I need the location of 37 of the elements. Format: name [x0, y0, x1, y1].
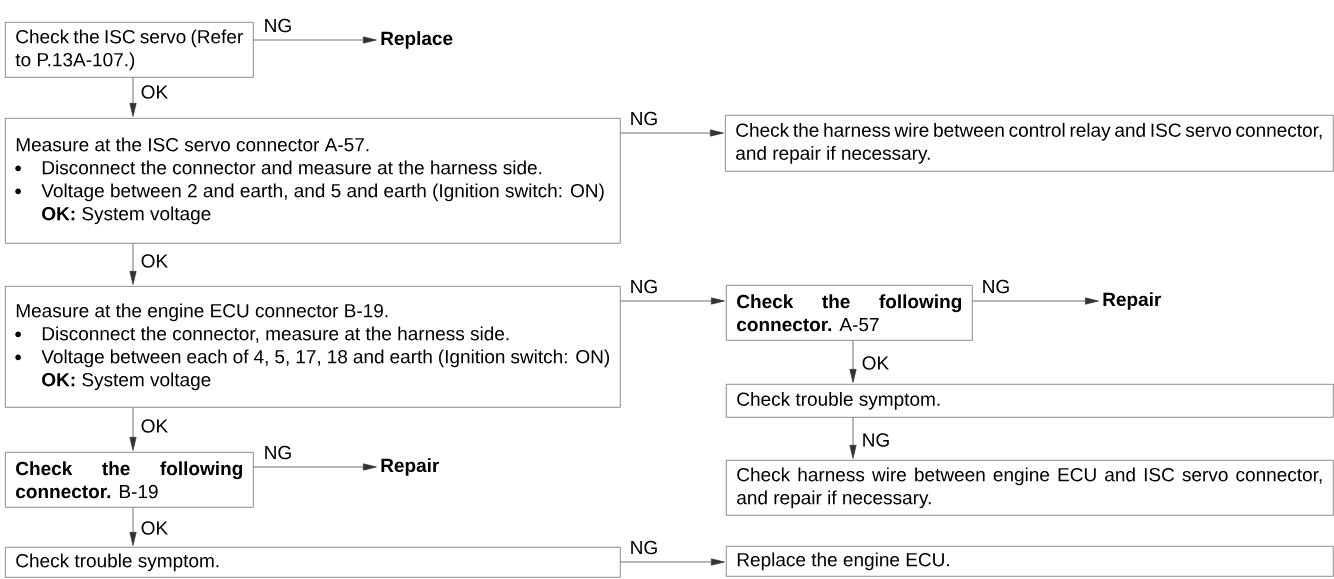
arrow	[129, 243, 137, 285]
edge-label: OK	[139, 519, 170, 537]
arrow	[129, 407, 137, 451]
arrow	[620, 129, 724, 137]
process-box: Check harness wire between engine ECU and ISC servo connector, and repair if necessary.	[726, 460, 1334, 516]
process-box: Check the harness wire between control relay and ISC servo connector, and repair if necessary.	[725, 115, 1334, 172]
process-box: Replace the engine ECU.	[726, 546, 1334, 577]
arrow	[253, 36, 377, 44]
process-box: Check trouble symptom.	[5, 547, 621, 578]
edge-label: NG	[628, 539, 660, 556]
process-box: Measure at the ISC servo connector A-57. Disconnect the connector and measure at the harness side. Voltage between 2 and earth, and 5 and earth (Ignition switch: ON) OK: System voltage	[5, 118, 621, 244]
arrow	[129, 507, 137, 546]
edge-label: OK	[139, 252, 170, 270]
process-box: Check the ISC servo (Refer to P.13A-107.)	[5, 22, 254, 78]
process-box: Measure at the engine ECU connector B-19. Disconnect the connector, measure at the harness side. Voltage between each of 4, 5, 17, 18 and earth (Ignition switch: ON) OK: System voltage	[5, 286, 621, 408]
edge-label: OK	[139, 417, 170, 435]
arrow	[253, 463, 377, 471]
process-box: Check trouble symptom.	[726, 384, 1334, 418]
arrow	[620, 297, 725, 305]
edge-label: OK	[139, 83, 170, 101]
action-label: Replace	[381, 31, 453, 49]
edge-label: NG	[628, 278, 660, 295]
arrow	[972, 297, 1099, 305]
edge-label: NG	[860, 431, 892, 449]
arrow	[849, 340, 857, 383]
arrow	[849, 417, 857, 459]
edge-label: NG	[262, 17, 294, 34]
edge-label: NG	[628, 110, 660, 127]
process-box: Check the following connector. B-19	[5, 452, 254, 508]
action-label: Repair	[381, 458, 440, 476]
edge-label: NG	[262, 444, 294, 461]
edge-label: NG	[980, 278, 1012, 295]
arrow	[620, 558, 725, 566]
action-label: Repair	[1103, 292, 1162, 310]
arrow	[129, 77, 137, 117]
edge-label: OK	[860, 354, 891, 372]
process-box: Check the following connector. A-57	[726, 285, 973, 341]
